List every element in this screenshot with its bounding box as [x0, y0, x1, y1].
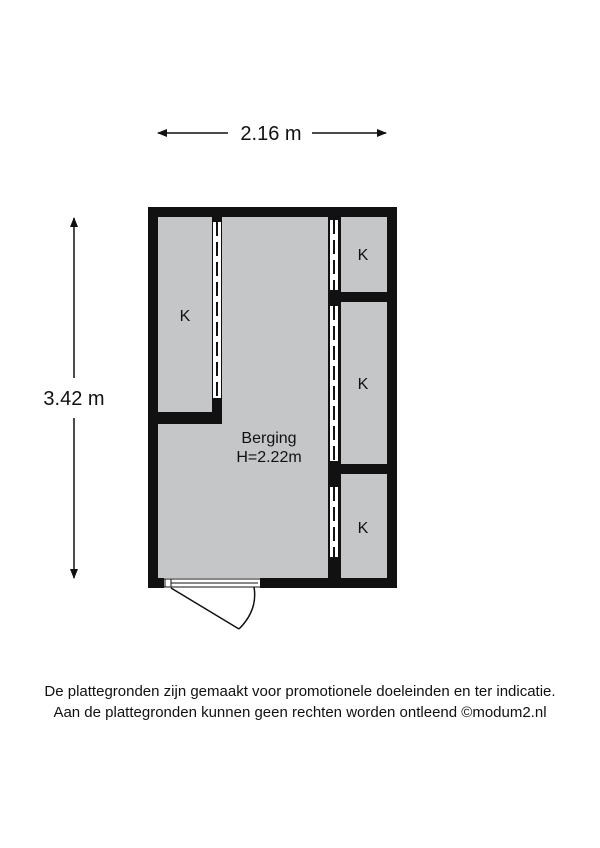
closet-label-right-bottom: K: [358, 520, 369, 537]
floor-main-room: [158, 217, 328, 578]
door-swing-arc: [238, 586, 256, 630]
inner-wall-left-closet-bottom: [158, 412, 222, 424]
door-leaf: [170, 587, 240, 630]
floor-right-closet-bottom: [341, 474, 387, 578]
floor-left-closet: [158, 217, 212, 412]
closet-label-left: K: [180, 308, 191, 325]
height-label: 3.42 m: [43, 388, 104, 410]
height-dimension: 3.42 m: [43, 217, 105, 579]
disclaimer-line-2: Aan de plattegronden kunnen geen rechten…: [53, 704, 547, 721]
inner-wall-right-divider-bottom: [328, 464, 387, 474]
floor-right-closet-middle: [341, 302, 387, 464]
floor-right-closet-top: [341, 217, 387, 292]
sliding-door-right-bottom: [330, 487, 338, 557]
sliding-door-left: [213, 222, 221, 398]
closet-label-right-top: K: [358, 247, 369, 264]
closet-label-right-middle: K: [358, 376, 369, 393]
sliding-door-right-top: [330, 220, 338, 290]
width-dimension: 2.16 m: [157, 123, 387, 145]
room-height-label: H=2.22m: [236, 449, 301, 466]
room-name-label: Berging: [241, 430, 296, 447]
sliding-door-right-middle: [330, 306, 338, 461]
inner-wall-right-divider-top: [328, 292, 387, 302]
disclaimer-line-1: De plattegronden zijn gemaakt voor promo…: [44, 683, 556, 700]
entrance-door: [164, 578, 260, 630]
width-label: 2.16 m: [240, 123, 301, 145]
